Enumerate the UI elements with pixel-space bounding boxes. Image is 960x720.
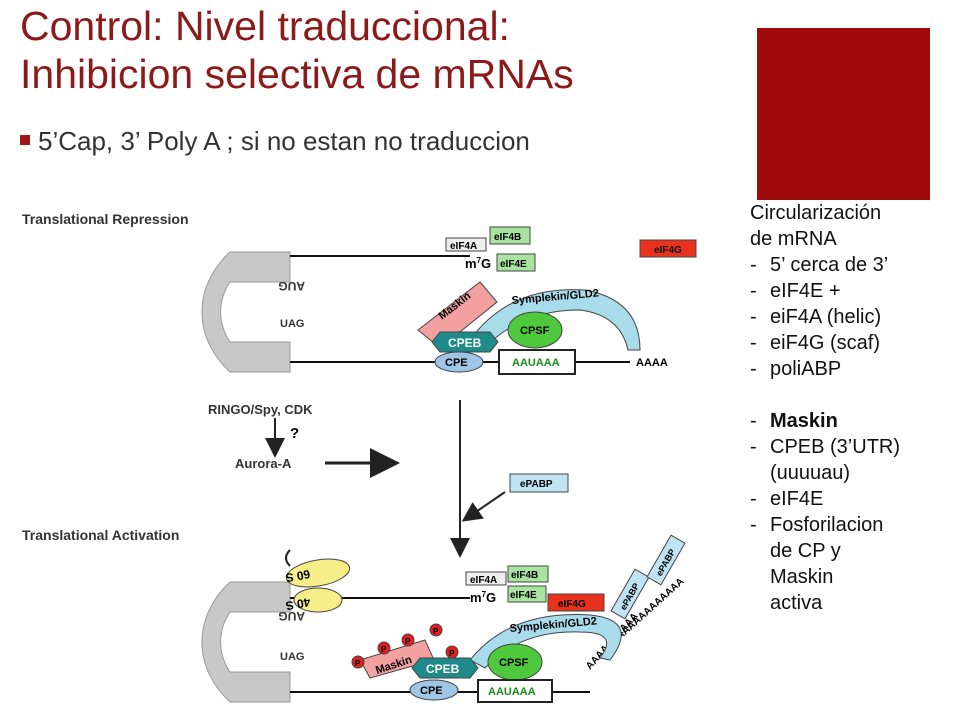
cpeb-label: CPEB (448, 336, 482, 350)
eif4e-label-2: eIF4E (510, 590, 537, 601)
cpeb-shape-2 (411, 657, 479, 679)
ringo-label: RINGO/Spy, CDK (208, 402, 313, 417)
eif4b-box (489, 226, 531, 245)
ribosome-40s-label: 40 S (285, 595, 312, 613)
eif4e-box (496, 253, 536, 272)
sidebar-spacer (750, 382, 960, 408)
sidebar-item: -eIF4E (750, 488, 824, 510)
eif4a-box (445, 237, 487, 252)
eif4a-box-2 (465, 571, 507, 586)
symplekin-shape-2 (469, 614, 622, 669)
sidebar-item: -5’ cerca de 3’ (750, 254, 889, 276)
phospho-label: P (433, 627, 439, 636)
epabp-arrow (461, 491, 506, 522)
eif4b-box-2 (507, 565, 549, 583)
m7g-cap-2: m7G (470, 590, 496, 605)
cpeb-label-2: CPEB (426, 662, 460, 676)
sidebar-item: (uuuuau) (770, 462, 851, 484)
sidebar-notes: Circularización de mRNA -5’ cerca de 3’ … (750, 200, 960, 616)
title-line-2: Inhibicion selectiva de mRNAs (20, 51, 574, 97)
cpe-shape-2 (409, 679, 459, 701)
aauaaa-label: AAUAAA (512, 357, 560, 369)
eif4e-label: eIF4E (500, 259, 527, 270)
phospho-label: P (355, 659, 361, 668)
aurora-label: Aurora-A (235, 456, 292, 471)
title-line-1: Control: Nivel traduccional: (20, 3, 510, 49)
cpsf-label-2: CPSF (499, 657, 529, 669)
sidebar-item: de CP y (770, 540, 841, 562)
cpsf-label: CPSF (520, 325, 550, 337)
sidebar-item: -eiF4G (scaf) (750, 332, 881, 354)
uag-codon-2: UAG (280, 651, 304, 663)
phospho-icon (429, 623, 443, 637)
ribosome-60s-label: 60 S (284, 567, 311, 585)
eif4g-label: eIF4G (654, 245, 682, 256)
sidebar-item: -poliABP (750, 358, 842, 380)
aauaaa-box (498, 349, 576, 375)
phospho-icon (377, 641, 391, 655)
phospho-label: P (405, 637, 411, 646)
bullet-point: 5’Cap, 3’ Poly A ; si no estan no traduc… (20, 126, 530, 157)
activation-label: Translational Activation (22, 527, 179, 543)
eif4g-box-2 (547, 593, 605, 612)
sidebar-item: -Fosforilacion (750, 514, 884, 536)
sidebar-heading-2: de mRNA (750, 228, 837, 250)
phospho-label: P (381, 645, 387, 654)
square-bullet-icon (20, 135, 30, 146)
eif4b-label-2: eIF4B (511, 570, 538, 581)
cpeb-shape (431, 331, 499, 353)
sidebar-heading-1: Circularización (750, 202, 882, 224)
eif4g-box (639, 239, 697, 258)
cpe-label-2: CPE (420, 685, 443, 697)
eif4b-label: eIF4B (494, 232, 521, 243)
cpe-shape (434, 351, 484, 373)
ribosome-60s (285, 558, 351, 588)
phospho-icon (351, 655, 365, 669)
epabp-box (509, 473, 569, 493)
aauaaa-box-2 (477, 679, 553, 703)
sidebar-item: activa (770, 592, 823, 614)
epabp-bound-2 (646, 534, 686, 586)
slide-title: Control: Nivel traduccional: Inhibicion … (20, 2, 574, 98)
mrna-loop-top (201, 251, 291, 373)
aug-codon: AUG (278, 279, 305, 293)
bullet-text: 5’Cap, 3’ Poly A ; si no estan no traduc… (38, 126, 530, 156)
aug-codon-2: AUG (278, 609, 305, 623)
repression-label: Translational Repression (22, 211, 189, 227)
sidebar-item: Maskin (770, 566, 834, 588)
sidebar-item: -eiF4A (helic) (750, 306, 882, 328)
m7g-cap: m7G (465, 256, 491, 271)
cpsf-shape (507, 311, 563, 349)
phospho-icon (401, 633, 415, 647)
sidebar-item-maskin: -Maskin (750, 410, 838, 432)
cpe-label: CPE (445, 357, 468, 369)
uag-codon: UAG (280, 318, 304, 330)
red-image-placeholder (757, 28, 930, 200)
mrna-loop-bottom (201, 581, 291, 703)
eif4e-box-2 (507, 585, 547, 603)
eif4a-label-2: eIF4A (470, 575, 497, 586)
phospho-icon (445, 645, 459, 659)
sidebar-item: -CPEB (3’UTR) (750, 436, 901, 458)
epabp-label: ePABP (520, 479, 553, 490)
question-mark: ? (290, 425, 299, 442)
eif4g-label-2: eIF4G (558, 599, 586, 610)
mrna-5prime-tail (285, 549, 291, 567)
translation-diagram: Translational Repression AUG UAG eIF4A e… (22, 211, 697, 703)
eif4a-label: eIF4A (450, 241, 477, 252)
ribosome-40s (293, 587, 343, 613)
aaaa-tail: AAAA (636, 357, 668, 369)
phospho-label: P (449, 649, 455, 658)
sidebar-item: -eIF4E + (750, 280, 841, 302)
aauaaa-label-2: AAUAAA (488, 686, 536, 698)
epabp-bound-1 (610, 568, 650, 620)
